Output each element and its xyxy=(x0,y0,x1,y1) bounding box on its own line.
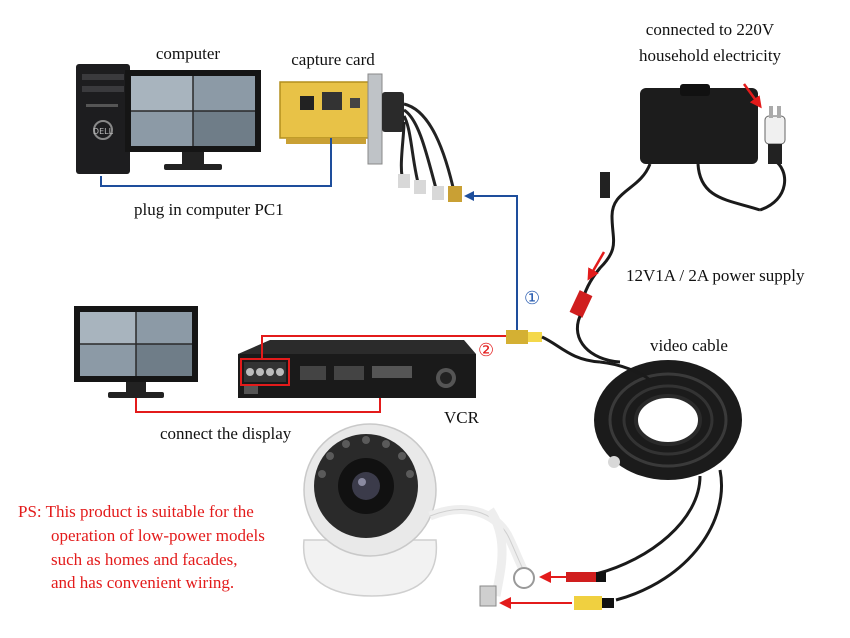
display-connection-line xyxy=(135,398,381,413)
power-supply-label: 12V1A / 2A power supply xyxy=(626,266,805,285)
power-arrow xyxy=(587,251,606,281)
power-adapter-icon xyxy=(580,84,787,305)
capture-card-icon xyxy=(279,73,462,202)
plug-pc-label: plug in computer PC1 xyxy=(134,200,284,219)
pc-connection-line xyxy=(100,138,332,187)
video-cable-label: video cable xyxy=(650,336,728,355)
video-cable-coil-icon xyxy=(594,360,742,602)
vcr-label: VCR xyxy=(444,408,479,427)
marker-two: ② xyxy=(478,340,495,361)
connect-display-label: connect the display xyxy=(160,424,292,443)
power-source-label-line2: household electricity xyxy=(638,46,782,65)
ps-note-line3: such as homes and facades, xyxy=(51,549,238,569)
computer-label: computer xyxy=(155,44,221,63)
computer-monitor-icon xyxy=(125,70,261,170)
camera-connectors-icon xyxy=(566,572,614,610)
ps-note: PS: This product is suitable for the ope… xyxy=(18,500,265,595)
capture-feed-line xyxy=(464,191,518,330)
vcr-input-highlight xyxy=(240,358,290,386)
vcr-feed-line xyxy=(261,335,506,358)
marker-one: ① xyxy=(524,288,541,309)
capture-card-label: capture card xyxy=(291,50,375,69)
plug-arrow xyxy=(742,83,762,109)
ps-note-line2: operation of low-power models xyxy=(51,525,265,545)
svg-text:DELL: DELL xyxy=(93,127,114,136)
power-source-label-line1: connected to 220V xyxy=(645,20,775,39)
dome-camera-icon xyxy=(302,423,535,607)
vcr-unit-icon xyxy=(238,340,476,398)
splitter-connector-icon xyxy=(506,290,621,364)
ps-note-line4: and has convenient wiring. xyxy=(51,573,235,593)
computer-tower-icon: DELL xyxy=(76,64,130,174)
ps-note-line1: PS: This product is suitable for the xyxy=(18,502,254,521)
display-monitor-icon xyxy=(74,306,198,398)
